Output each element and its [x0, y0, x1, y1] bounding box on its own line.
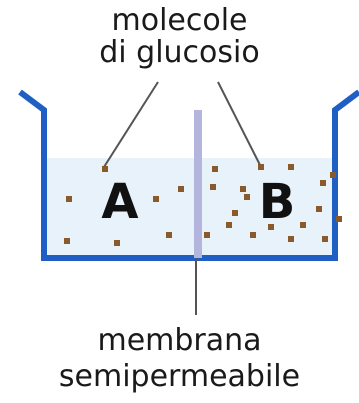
- glucose-molecule: [288, 236, 294, 242]
- glucose-molecule: [102, 166, 108, 172]
- glucose-molecule: [330, 172, 336, 178]
- glucose-molecule: [204, 232, 210, 238]
- molecules-leader-line-left: [103, 81, 159, 168]
- glucose-molecule: [210, 184, 216, 190]
- glucose-molecule: [114, 240, 120, 246]
- glucose-molecule: [322, 236, 328, 242]
- glucose-molecule: [240, 186, 246, 192]
- glucose-molecule: [178, 186, 184, 192]
- glucose-molecule: [153, 196, 159, 202]
- glucose-molecule: [250, 232, 256, 238]
- glucose-molecule: [316, 206, 322, 212]
- molecules-leader-line-right: [217, 81, 261, 166]
- glucose-molecule: [258, 164, 264, 170]
- molecules-label-line1: molecole: [111, 3, 248, 38]
- compartment-a-label: A: [101, 174, 138, 230]
- glucose-molecule: [66, 196, 72, 202]
- glucose-molecule: [64, 238, 70, 244]
- container: [18, 89, 359, 261]
- solution: [46, 158, 335, 258]
- glucose-molecule: [288, 164, 294, 170]
- glucose-molecule: [212, 166, 218, 172]
- membrane-label-line2: semipermeabile: [58, 359, 301, 394]
- molecules-compartment-a: [64, 166, 184, 246]
- glucose-molecule: [244, 194, 250, 200]
- membrane: [194, 110, 202, 258]
- glucose-molecule: [226, 222, 232, 228]
- glucose-molecule: [268, 224, 274, 230]
- glucose-molecule: [320, 180, 326, 186]
- compartment-b-label: B: [259, 174, 296, 230]
- molecules-compartment-b: [204, 164, 342, 242]
- molecules-label-line2: di glucosio: [99, 35, 260, 70]
- glucose-molecule: [336, 216, 342, 222]
- glucose-molecule: [232, 210, 238, 216]
- membrane-label-line1: membrana: [97, 323, 262, 358]
- glucose-molecule: [300, 222, 306, 228]
- glucose-molecule: [166, 232, 172, 238]
